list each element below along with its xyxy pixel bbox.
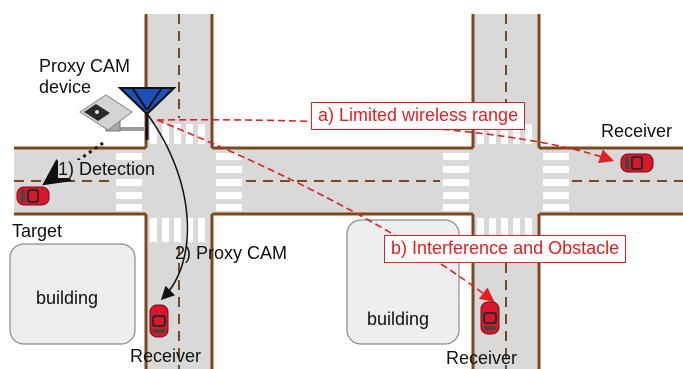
detection-label: 1) Detection <box>58 159 156 179</box>
building-left-label: building <box>36 288 99 308</box>
limited-range-callout: a) Limited wireless range <box>311 102 526 130</box>
camera-icon <box>79 94 144 132</box>
proxy-cam-device-label: Proxy CAM device <box>39 56 131 97</box>
interference-signal-arrow <box>156 119 495 302</box>
limited-range-signal-arrow <box>156 118 615 164</box>
detection-arrow <box>42 141 104 186</box>
proxy-cam-step-label: 2) Proxy CAM <box>175 243 288 263</box>
building-right-label: building <box>367 309 430 329</box>
proxy-cam-arrow <box>147 114 189 301</box>
target-label: Target <box>12 221 63 241</box>
lane-dashes <box>14 14 683 369</box>
road-edges <box>14 14 683 369</box>
target-car-icon <box>16 186 50 206</box>
receiver-car-bottom-left-icon <box>149 304 169 338</box>
receiver-bottom-left-label: Receiver <box>130 346 202 366</box>
receiver-car-bottom-right-icon <box>480 301 500 335</box>
interference-callout: b) Interference and Obstacle <box>384 235 627 263</box>
receiver-right-label: Receiver <box>601 121 673 141</box>
building-left <box>9 243 136 345</box>
receiver-car-right-icon <box>620 153 654 173</box>
receiver-bottom-right-label: Receiver <box>446 348 518 368</box>
antenna-icon <box>117 87 177 140</box>
